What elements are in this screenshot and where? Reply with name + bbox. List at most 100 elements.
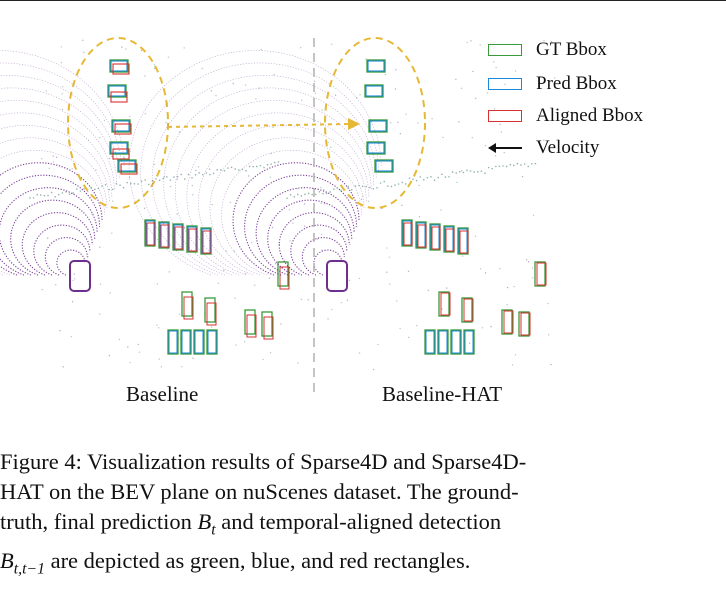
road-point [473, 171, 476, 173]
lidar-point [547, 302, 549, 305]
aligned-box [110, 91, 128, 103]
gt-box [180, 329, 192, 355]
pred-box [112, 120, 130, 132]
lidar-point [331, 43, 333, 45]
gt-box [463, 329, 475, 355]
lidar-point [103, 119, 106, 122]
lidar-point [223, 269, 225, 271]
road-point [220, 169, 222, 171]
lidar-point [458, 121, 460, 123]
road-point [234, 168, 236, 170]
lidar-point [461, 255, 464, 257]
legend-velocity-label: Velocity [536, 137, 600, 158]
road-point [79, 190, 82, 192]
road-point [112, 188, 114, 191]
highlight-ellipse [324, 37, 426, 209]
road-point [361, 185, 364, 188]
lidar-point [321, 249, 323, 251]
lidar-point [506, 303, 508, 306]
gt-box [366, 141, 386, 155]
bev-scene-baseline [0, 37, 294, 368]
road-point [122, 186, 125, 189]
lidar-point [531, 277, 534, 279]
lidar-point [474, 235, 477, 238]
lidar-point [479, 44, 481, 46]
lidar-point [367, 200, 370, 202]
road-point [101, 185, 103, 187]
lidar-point [418, 216, 421, 218]
road-point [415, 179, 418, 182]
road-point [487, 166, 490, 169]
road-point [340, 189, 342, 192]
gt-box [374, 159, 394, 173]
lidar-point [359, 94, 361, 96]
gt-box [366, 59, 386, 73]
lidar-point [493, 61, 495, 63]
road-point [300, 195, 303, 197]
lidar-point [440, 209, 442, 211]
road-point [325, 192, 328, 195]
lidar-ring [140, 62, 379, 276]
gt-box [167, 329, 179, 355]
aligned-box [503, 310, 514, 334]
bev-scene-hat [128, 37, 556, 371]
lidar-point [111, 200, 114, 202]
road-point [263, 166, 265, 169]
road-point [477, 170, 479, 173]
lidar-point [327, 141, 329, 144]
aligned-box [188, 228, 198, 252]
lidar-point [229, 201, 232, 204]
lidar-point [87, 256, 89, 258]
lidar-point [405, 113, 407, 115]
lidar-point [137, 343, 139, 346]
road-point [527, 165, 529, 168]
lidar-point [95, 169, 97, 171]
road-point [58, 193, 60, 196]
road-point [205, 172, 208, 174]
road-point [155, 178, 157, 180]
lidar-point [83, 51, 85, 54]
lidar-ring [0, 100, 115, 191]
lidar-point [99, 283, 102, 285]
road-point [104, 184, 107, 186]
lidar-ring [44, 237, 88, 276]
ego-vehicle [326, 260, 348, 292]
road-point [115, 182, 118, 185]
road-point [286, 197, 288, 200]
lidar-point [500, 131, 503, 133]
lidar-point [41, 288, 43, 291]
gt-box [368, 119, 388, 133]
road-point [227, 167, 229, 169]
lidar-ring [128, 50, 382, 276]
lidar-point [127, 346, 129, 348]
road-point [390, 185, 393, 188]
lidar-ring [255, 187, 355, 276]
lidar-point [121, 46, 123, 48]
lidar-point [71, 168, 73, 170]
road-point [405, 183, 407, 185]
lidar-point [176, 178, 179, 180]
road-point [255, 165, 258, 168]
lidar-point [59, 330, 61, 332]
lidar-point [60, 46, 62, 48]
lidar-point [217, 282, 220, 284]
lidar-point [74, 278, 76, 280]
lidar-ring [301, 237, 345, 276]
lidar-point [442, 136, 444, 139]
lidar-point [71, 301, 74, 303]
lidar-point [178, 313, 181, 315]
aligned-box [459, 230, 469, 254]
lidar-ring [163, 87, 375, 276]
lidar-point [244, 272, 247, 275]
road-point [94, 188, 96, 191]
lidar-point [55, 156, 58, 159]
panel-label-baseline: Baseline [126, 382, 199, 406]
road-point [176, 175, 179, 178]
road-point [322, 192, 324, 195]
road-point [505, 165, 508, 168]
road-point [433, 179, 436, 181]
lidar-point [494, 155, 497, 157]
road-point [252, 165, 254, 168]
road-point [40, 194, 42, 196]
lidar-point [377, 343, 379, 346]
